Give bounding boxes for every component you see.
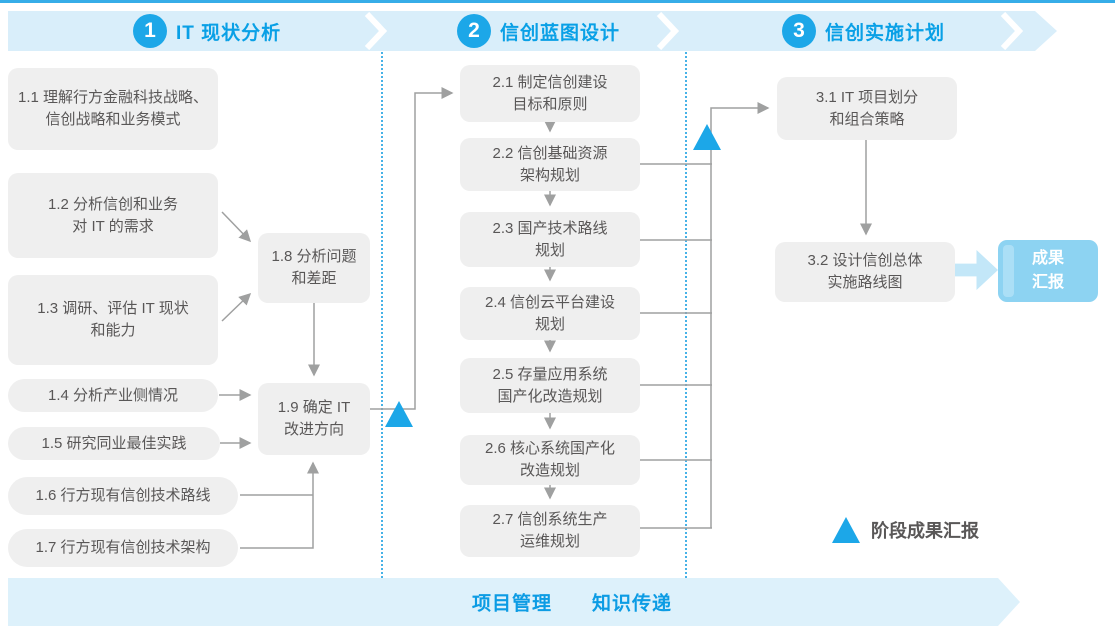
step-box-2-2: 2.2 信创基础资源 架构规划 — [460, 138, 640, 191]
step-box-1-2: 1.2 分析信创和业务 对 IT 的需求 — [8, 173, 218, 258]
step-box-2-3: 2.3 国产技术路线 规划 — [460, 212, 640, 267]
step-box-1-7: 1.7 行方现有信创技术架构 — [8, 529, 238, 567]
top-edge-line — [0, 0, 1115, 3]
phase-divider-1 — [381, 52, 383, 578]
step-box-1-6: 1.6 行方现有信创技术路线 — [8, 477, 238, 515]
phase-divider-2 — [685, 52, 687, 578]
step-box-1-1: 1.1 理解行方金融科技战略、 信创战略和业务模式 — [8, 68, 218, 150]
step-box-2-5: 2.5 存量应用系统 国产化改造规划 — [460, 358, 640, 413]
ribbon-chevron-icon — [364, 12, 388, 50]
step-box-3-1: 3.1 IT 项目划分 和组合策略 — [777, 77, 957, 140]
bottom-ribbon-item-project-management: 项目管理 — [471, 593, 553, 615]
result-arrow-icon — [955, 250, 998, 290]
milestone-triangle-icon — [385, 401, 413, 427]
phase-header-3: 3 信创实施计划 — [782, 14, 945, 48]
phase-header-2: 2 信创蓝图设计 — [457, 14, 620, 48]
step-box-1-4: 1.4 分析产业侧情况 — [8, 379, 218, 412]
step-box-2-1: 2.1 制定信创建设 目标和原则 — [460, 65, 640, 122]
phase-1-number-badge: 1 — [133, 14, 167, 48]
phase-header-1: 1 IT 现状分析 — [133, 14, 281, 48]
step-box-2-6: 2.6 核心系统国产化 改造规划 — [460, 435, 640, 485]
legend-triangle-icon — [832, 517, 860, 543]
bottom-ribbon: 项目管理 知识传递 — [8, 578, 1020, 626]
ribbon-chevron-icon — [1000, 12, 1024, 50]
step-box-1-9: 1.9 确定 IT 改进方向 — [258, 383, 370, 455]
phase-3-title: 信创实施计划 — [825, 22, 946, 44]
legend-label: 阶段成果汇报 — [871, 521, 979, 541]
phase-ribbon — [8, 11, 1057, 51]
result-report-box: 成果 汇报 — [998, 240, 1098, 302]
phase-2-number-badge: 2 — [457, 14, 491, 48]
step-box-2-4: 2.4 信创云平台建设 规划 — [460, 287, 640, 340]
step-box-3-2: 3.2 设计信创总体 实施路线图 — [775, 242, 955, 302]
result-box-stripe — [1003, 245, 1014, 297]
step-box-2-7: 2.7 信创系统生产 运维规划 — [460, 505, 640, 557]
legend: 阶段成果汇报 — [832, 517, 979, 543]
step-box-1-8: 1.8 分析问题 和差距 — [258, 233, 370, 303]
phase-3-number-badge: 3 — [782, 14, 816, 48]
bottom-ribbon-item-knowledge-transfer: 知识传递 — [591, 593, 673, 615]
milestone-triangle-icon — [693, 124, 721, 150]
step-box-1-3: 1.3 调研、评估 IT 现状 和能力 — [8, 275, 218, 365]
step-box-1-5: 1.5 研究同业最佳实践 — [8, 427, 220, 460]
phase-1-title: IT 现状分析 — [176, 22, 282, 44]
ribbon-chevron-icon — [656, 12, 680, 50]
phase-2-title: 信创蓝图设计 — [500, 22, 621, 44]
result-report-label: 成果 汇报 — [1031, 250, 1064, 291]
